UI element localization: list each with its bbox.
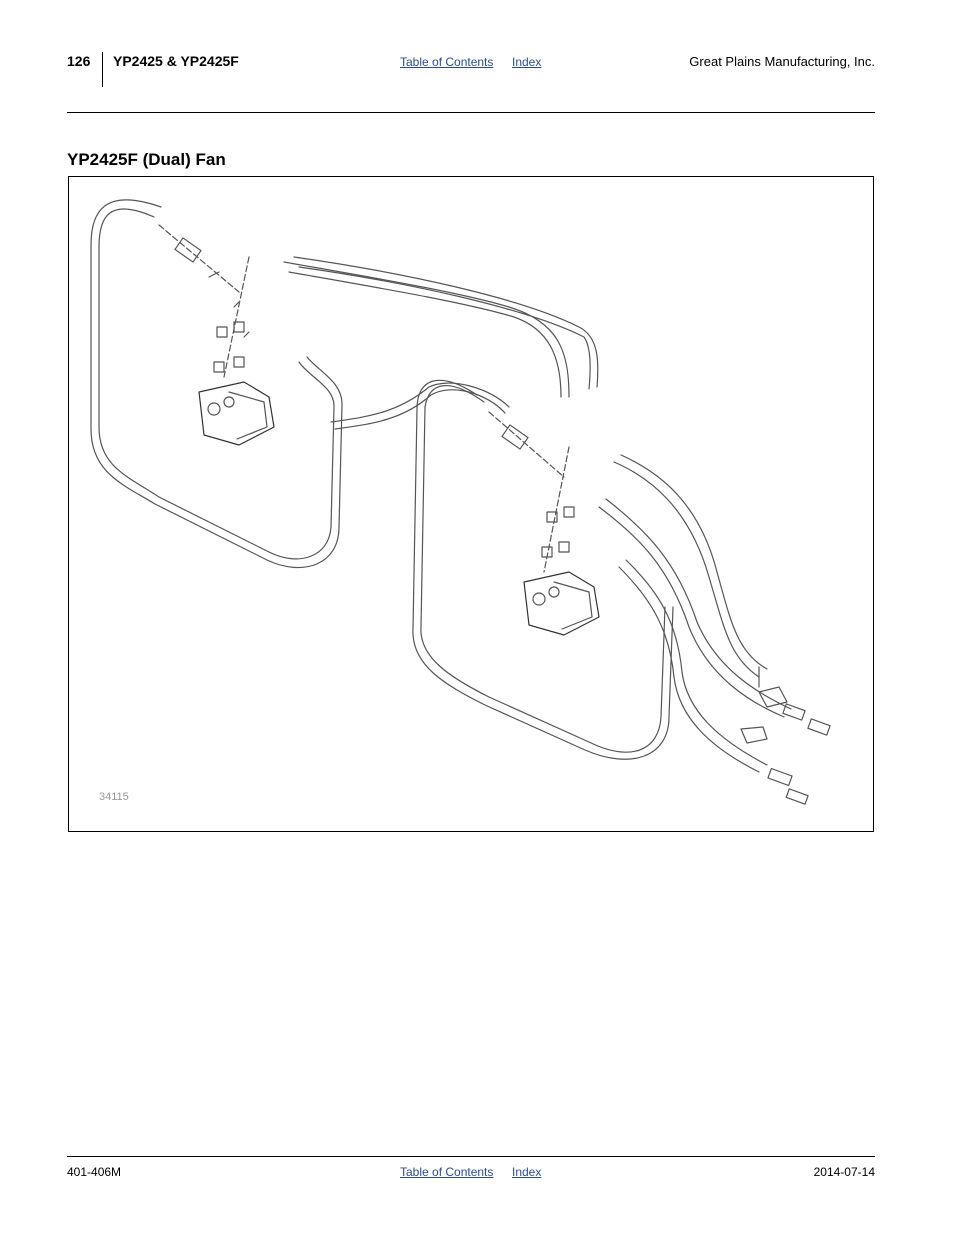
footer-date: 2014-07-14 (813, 1165, 875, 1179)
header-rule (67, 112, 875, 113)
hydraulic-hose-diagram (90, 199, 831, 805)
page-number: 126 (67, 53, 91, 69)
footer-rule (67, 1156, 875, 1157)
section-title: YP2425F (Dual) Fan (67, 150, 226, 169)
footer-index-link[interactable]: Index (512, 1165, 542, 1179)
figure-id: 34115 (99, 791, 129, 803)
header-index-link[interactable]: Index (512, 55, 542, 69)
parts-diagram-frame: 34115 (68, 176, 874, 832)
header-divider (102, 52, 103, 87)
document-number: 401-406M (67, 1165, 122, 1179)
header-toc-link[interactable]: Table of Contents (400, 55, 494, 69)
company-name: Great Plains Manufacturing, Inc. (689, 54, 875, 69)
footer-toc-link[interactable]: Table of Contents (400, 1165, 494, 1179)
model-title: YP2425 & YP2425F (113, 53, 239, 69)
